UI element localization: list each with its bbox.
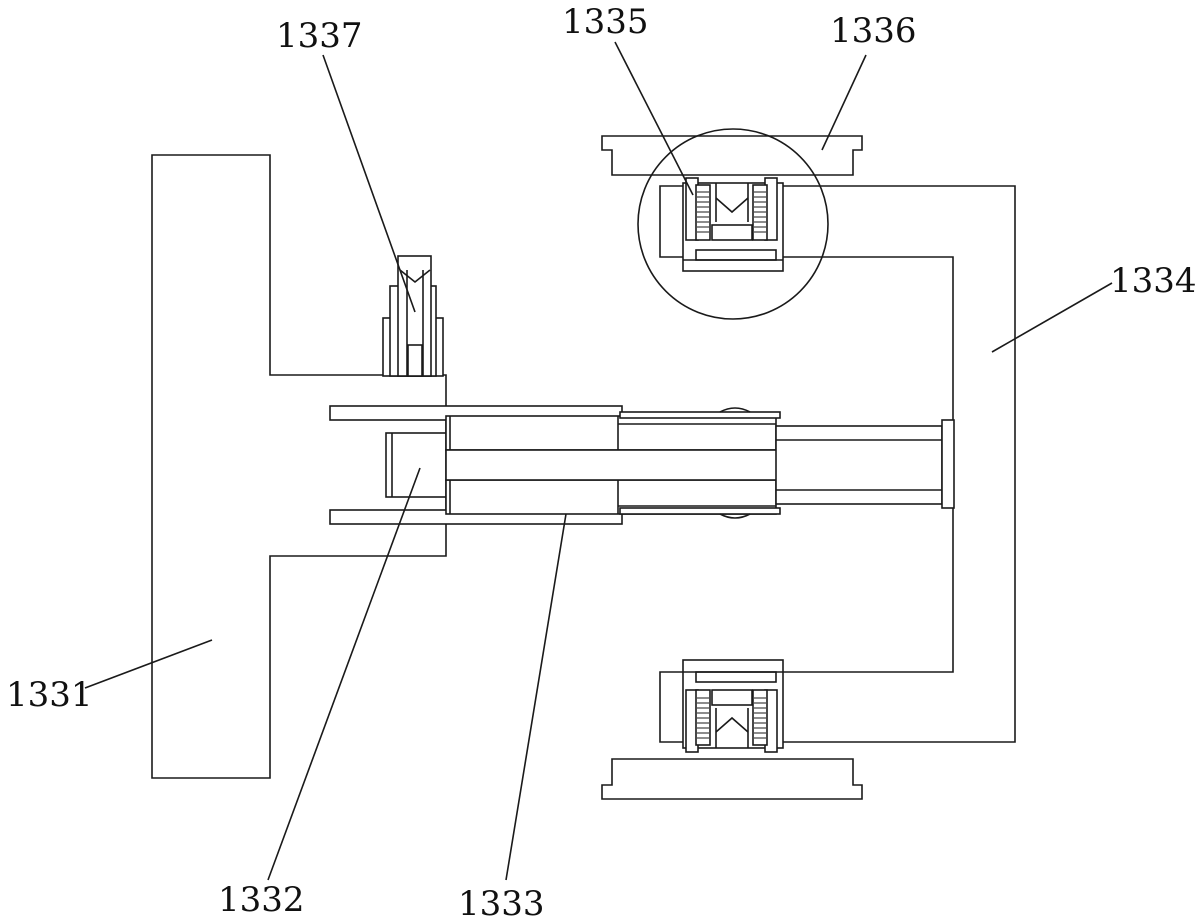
label-1333: 1333 (458, 884, 545, 923)
detail-circle (637, 128, 829, 320)
base-block-1331 (151, 154, 447, 779)
fitting-1337 (382, 255, 444, 377)
leader-1332 (267, 467, 421, 881)
telescopic-arm (329, 405, 955, 525)
lower-roller-unit (682, 659, 784, 753)
upper-spring-hatching (697, 191, 766, 233)
arm-rod-end (775, 425, 943, 505)
leader-1331 (84, 639, 213, 689)
label-1336: 1336 (830, 11, 917, 51)
label-1337: 1337 (276, 16, 363, 56)
leader-1335 (614, 41, 694, 196)
top-plate-1336 (601, 135, 863, 176)
leader-lines (84, 41, 1113, 881)
leader-1336 (821, 54, 867, 151)
label-1334: 1334 (1110, 261, 1197, 301)
label-1331: 1331 (6, 675, 93, 715)
lower-spring-hatching (697, 697, 766, 739)
inner-slide-1332 (385, 432, 447, 498)
leader-1334 (991, 282, 1113, 353)
leader-1337 (322, 54, 416, 313)
end-plate (941, 419, 955, 509)
bottom-plate (601, 758, 863, 800)
upper-sleeve (445, 415, 777, 451)
upper-roller-unit-1335 (637, 128, 829, 320)
leader-1333 (505, 513, 567, 881)
label-1332: 1332 (218, 880, 305, 920)
label-1335: 1335 (562, 2, 649, 42)
